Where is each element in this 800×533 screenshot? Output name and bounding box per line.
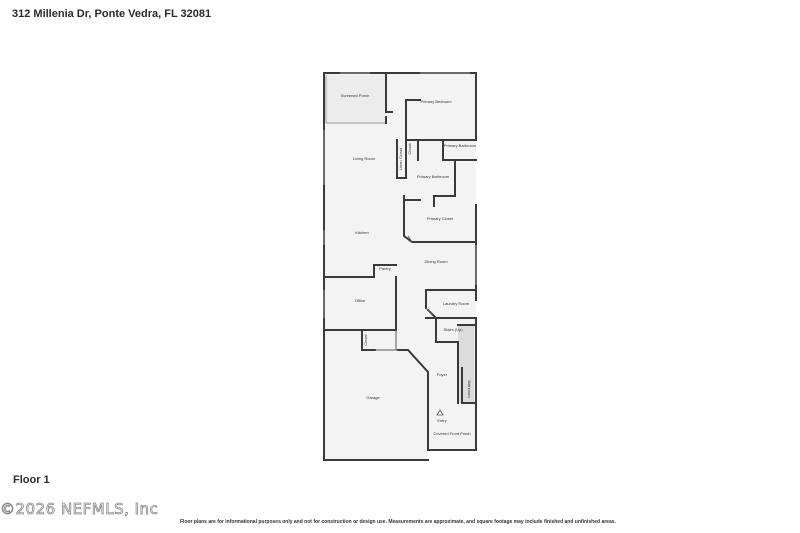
door-details	[375, 235, 433, 351]
room-label-linen-closet: Linen Closet	[398, 147, 403, 170]
room-label-dining-room: Dining Room	[424, 259, 448, 264]
interior-walls	[323, 72, 477, 411]
room-label-primary-bathroom-small: Primary Bathroom	[444, 143, 477, 148]
room-label-stairs-up: Stairs (Up)	[443, 327, 463, 332]
room-label-garage: Garage	[366, 395, 380, 400]
room-label-bathroom: Bathroom	[467, 380, 472, 398]
floor-label: Floor 1	[13, 474, 50, 486]
property-address: 312 Millenia Dr, Ponte Vedra, FL 32081	[12, 8, 212, 20]
room-label-primary-bathroom: Primary Bathroom	[417, 174, 450, 179]
room-label-pantry: Pantry	[379, 266, 391, 271]
screened-porch-screen	[325, 75, 386, 124]
room-label-primary-bedroom: Primary Bedroom	[420, 99, 452, 104]
disclaimer-text: Floor plans are for informational purpos…	[180, 519, 616, 525]
room-label-screened-porch: Screened Porch	[341, 93, 370, 98]
room-label-office: Office	[355, 298, 366, 303]
room-label-covered-front-porch: Covered Front Porch	[433, 431, 470, 436]
room-label-foyer: Foyer	[437, 372, 448, 377]
room-label-laundry-room: Laundry Room	[443, 301, 470, 306]
windows	[323, 72, 477, 318]
room-label-entry: Entry	[437, 418, 446, 423]
copyright-watermark: ©2026 NEFMLS, Inc	[0, 500, 159, 519]
room-label-closet-lower: Closet	[363, 333, 368, 345]
entry-arrow-icon	[436, 409, 444, 416]
room-label-closet-upper: Closet	[407, 142, 412, 154]
room-label-kitchen: Kitchen	[355, 230, 368, 235]
floor-fill	[324, 73, 476, 460]
room-label-primary-closet: Primary Closet	[427, 216, 454, 221]
room-label-living-room: Living Room	[353, 156, 376, 161]
